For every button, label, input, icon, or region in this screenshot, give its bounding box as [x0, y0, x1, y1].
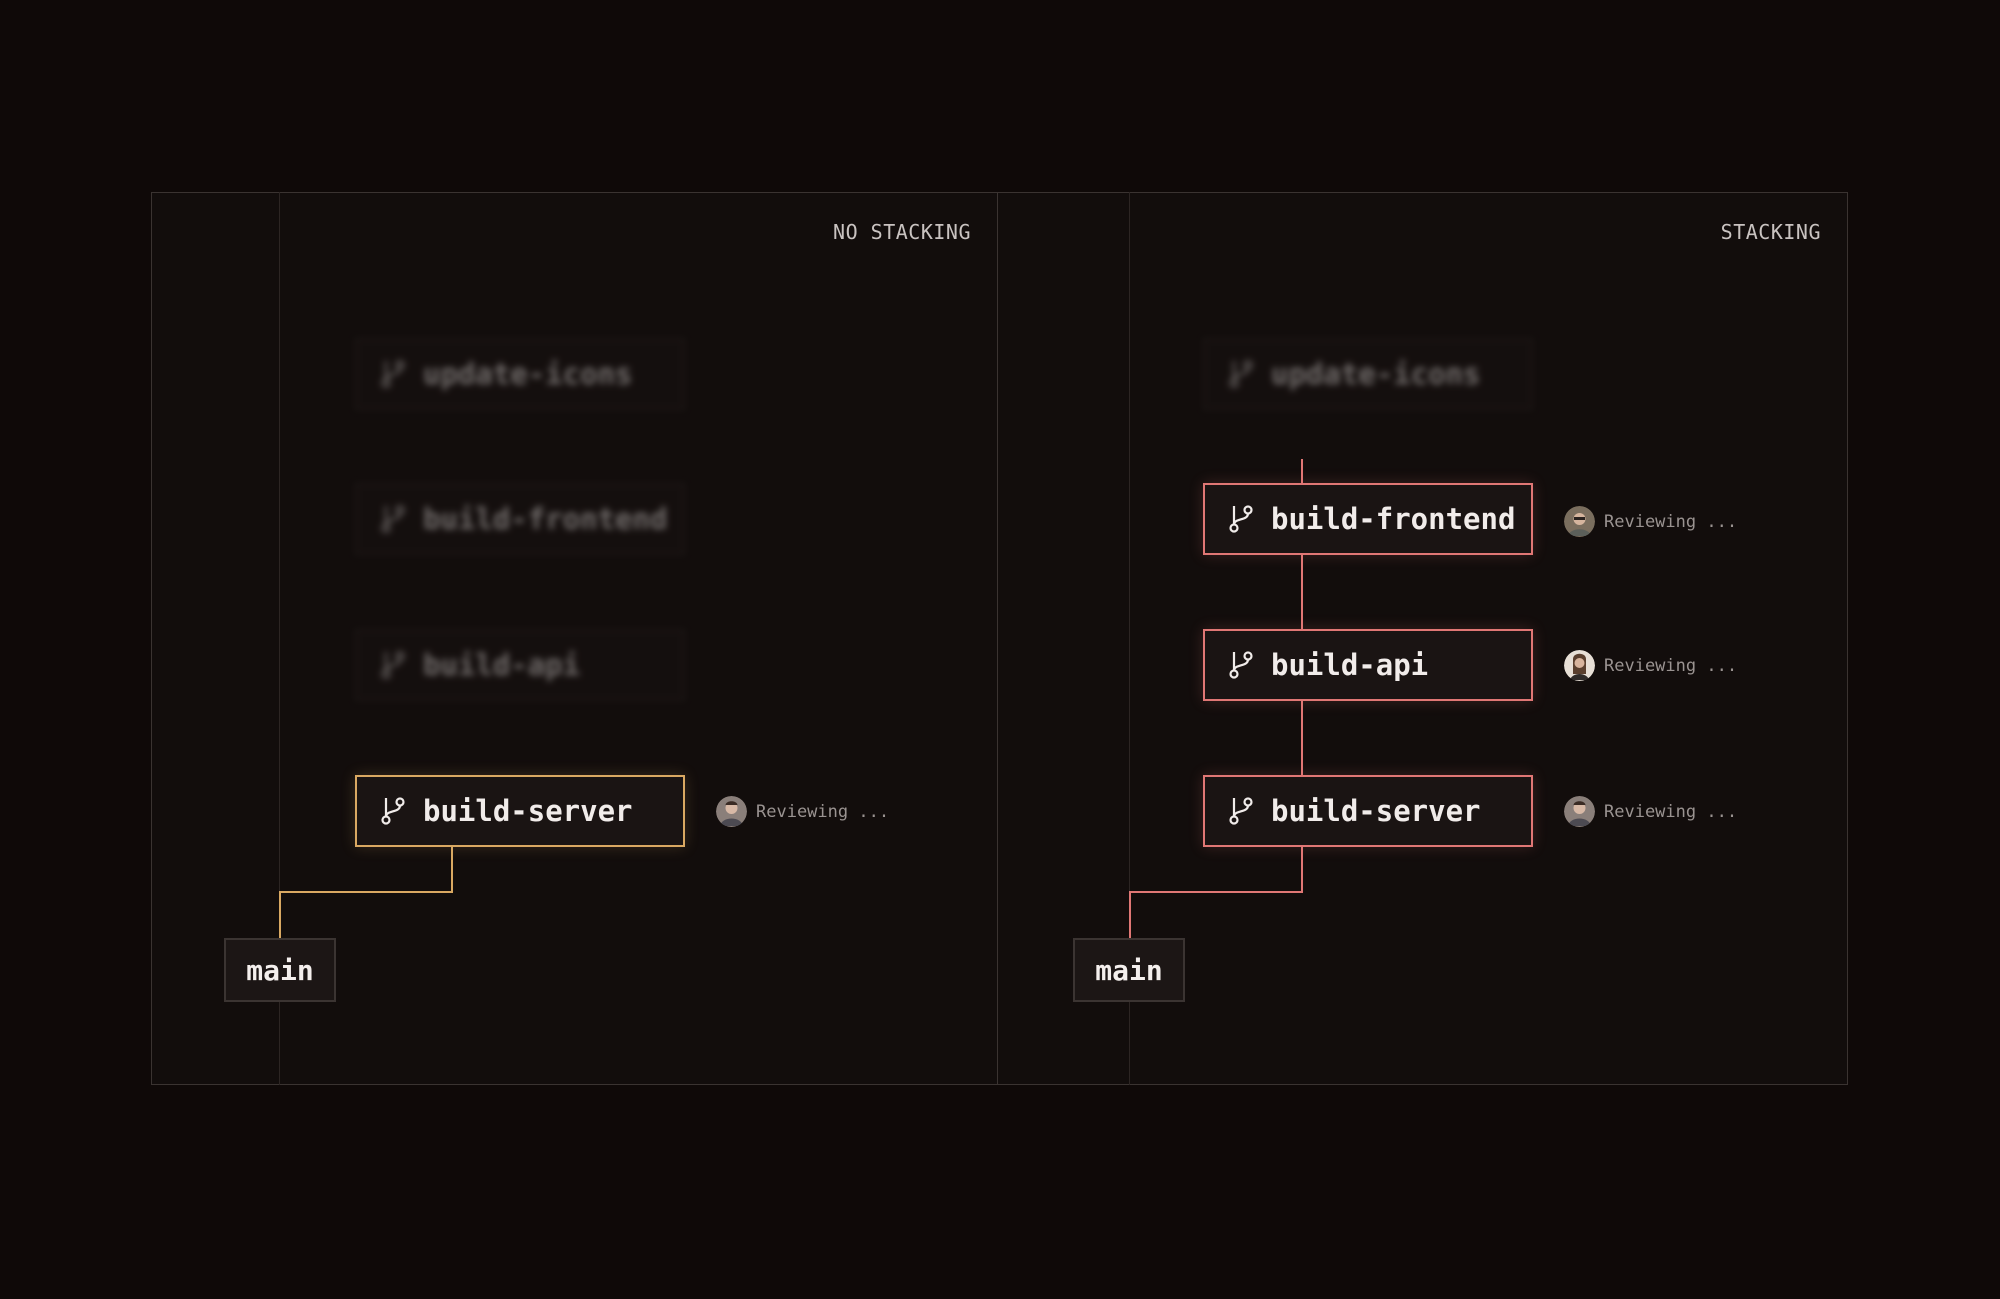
reviewer-text: Reviewing ... [756, 801, 890, 822]
git-branch-icon [381, 505, 405, 533]
branch-label: update-icons [423, 357, 633, 391]
git-branch-icon [1229, 505, 1253, 533]
branch-build-server[interactable]: build-server [1203, 775, 1533, 847]
panel-label: NO STACKING [833, 220, 971, 244]
main-label: main [1095, 953, 1163, 987]
branch-label: build-frontend [1271, 502, 1516, 536]
main-branch-line [1129, 192, 1130, 1085]
git-branch-icon [381, 797, 405, 825]
reviewer-text: Reviewing ... [1604, 655, 1738, 676]
branch-label: update-icons [1271, 357, 1481, 391]
branch-build-frontend[interactable]: build-frontend [355, 483, 685, 555]
main-label: main [246, 953, 314, 987]
branch-update-icons[interactable]: update-icons [355, 338, 685, 410]
git-branch-icon [1229, 651, 1253, 679]
branch-build-frontend[interactable]: build-frontend [1203, 483, 1533, 555]
main-branch-box[interactable]: main [1073, 938, 1185, 1002]
branch-label: build-api [423, 648, 581, 682]
git-branch-icon [1229, 797, 1253, 825]
branch-label: build-frontend [423, 502, 668, 536]
avatar [716, 796, 747, 827]
avatar [1564, 796, 1595, 827]
branch-update-icons[interactable]: update-icons [1203, 338, 1533, 410]
panel-no-stacking: NO STACKING [151, 192, 998, 1085]
branch-build-api[interactable]: build-api [1203, 629, 1533, 701]
branch-label: build-server [1271, 794, 1481, 828]
git-branch-icon [381, 651, 405, 679]
reviewer-text: Reviewing ... [1604, 801, 1738, 822]
main-branch-box[interactable]: main [224, 938, 336, 1002]
reviewer-status: Reviewing ... [1564, 796, 1737, 827]
reviewer-status: Reviewing ... [1564, 650, 1737, 681]
reviewer-status: Reviewing ... [716, 796, 889, 827]
branch-label: build-api [1271, 648, 1429, 682]
main-branch-line [279, 192, 280, 1085]
branch-build-server[interactable]: build-server [355, 775, 685, 847]
avatar [1564, 650, 1595, 681]
panel-stacking: STACKING [998, 192, 1848, 1085]
branch-build-api[interactable]: build-api [355, 629, 685, 701]
git-branch-icon [381, 360, 405, 388]
git-branch-icon [1229, 360, 1253, 388]
branch-label: build-server [423, 794, 633, 828]
reviewer-status: Reviewing ... [1564, 506, 1737, 537]
avatar [1564, 506, 1595, 537]
reviewer-text: Reviewing ... [1604, 511, 1738, 532]
panel-label: STACKING [1720, 220, 1821, 244]
